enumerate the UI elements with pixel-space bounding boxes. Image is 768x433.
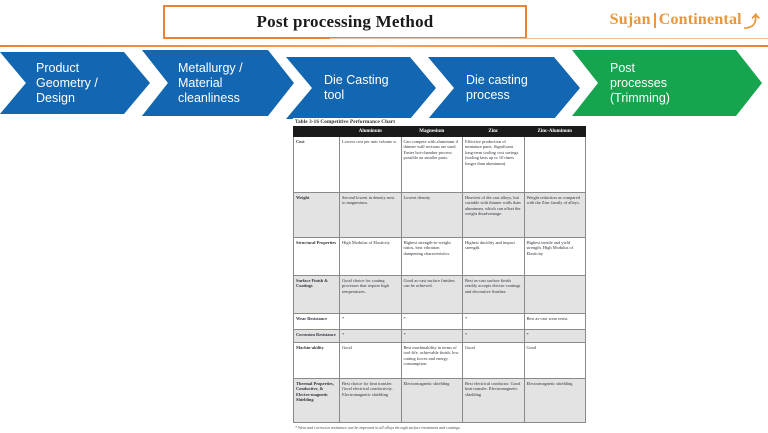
process-step-4[interactable]: Die casting process: [428, 57, 580, 119]
table-cell: *: [339, 329, 402, 344]
table-cell: *: [462, 313, 525, 331]
process-step-5[interactable]: Post processes (Trimming): [572, 50, 762, 116]
brand-logo: Sujan Continental ⤴: [610, 8, 760, 32]
row-label: Machin-ability: [293, 342, 340, 380]
table-cell: [523, 136, 586, 194]
row-label: Surface Finish & Coatings: [293, 275, 340, 315]
column-header-magnesium: Magnesium: [400, 125, 463, 138]
table-cell: Heaviest of die cast alloys, but castabl…: [462, 192, 525, 239]
row-label: Structural Properties: [293, 237, 340, 277]
table-row: Corrosion Resistance****: [293, 329, 586, 344]
process-step-4-label: Die casting process: [466, 73, 528, 102]
row-label: Corrosion Resistance: [293, 329, 340, 344]
table-footnote: * Wear and corrosion resistance can be i…: [295, 425, 461, 431]
table-head: Aluminum Magnesium Zinc Zinc-Aluminum: [293, 125, 586, 138]
table-cell: Highest strength-to-weight ratios, best …: [400, 237, 463, 277]
table-cell: Good: [462, 342, 525, 380]
table-cell: Best electrical conductor. Good heat tra…: [462, 378, 525, 424]
column-header-0: [293, 125, 340, 138]
table-cell: Good as-cast surface finishes can be ach…: [400, 275, 463, 315]
table-cell: High Modulus of Elasticity: [339, 237, 402, 277]
table-cell: Good: [523, 342, 586, 380]
column-header-zinc-aluminum: Zinc-Aluminum: [523, 125, 586, 138]
competitive-performance-table: Aluminum Magnesium Zinc Zinc-Aluminum Co…: [293, 125, 586, 424]
table-row: Thermal Properties, Conductive, & Electr…: [293, 378, 586, 424]
table-cell: Good: [339, 342, 402, 380]
table-cell: [523, 275, 586, 315]
table-cell: Highest tensile and yield strength. High…: [523, 237, 586, 277]
table-cell: Electromagnetic shielding: [523, 378, 586, 424]
table-cell: *: [400, 313, 463, 331]
table-cell: *: [523, 329, 586, 344]
logo-text-secondary: Continental: [658, 11, 742, 28]
column-header-zinc: Zinc: [462, 125, 525, 138]
table-cell: Weight reduction as compared with the Zi…: [523, 192, 586, 239]
logo-horse-icon: ⤴: [743, 14, 760, 31]
process-step-5-label: Post processes (Trimming): [610, 60, 670, 105]
table-cell: Electromagnetic shielding: [400, 378, 463, 424]
row-label: Weight: [293, 192, 340, 239]
process-flow: Product Geometry / Design Metallurgy / M…: [0, 48, 768, 120]
process-step-3-label: Die Casting tool: [324, 73, 389, 102]
table-cell: Best as-cast surface finish readily acce…: [462, 275, 525, 315]
header-hairline: [330, 38, 768, 39]
logo-text-primary: Sujan: [609, 11, 651, 28]
page-title: Post processing Method: [256, 12, 434, 31]
process-step-2-label: Metallurgy / Material cleanliness: [178, 60, 243, 105]
process-step-1-label: Product Geometry / Design: [36, 60, 98, 105]
header-divider: [0, 45, 768, 47]
table-cell: *: [339, 313, 402, 331]
table-row: Wear Resistance***Best as-cast wear resi…: [293, 313, 586, 331]
table-cell: Lowest cost per unit volume w: [339, 136, 402, 194]
table-cell: Best choice for heat transfer. Good elec…: [339, 378, 402, 424]
table-caption: Table 3-16 Competitive Performance Chart: [295, 119, 396, 125]
performance-table-image: Table 3-16 Competitive Performance Chart…: [293, 118, 586, 433]
table-header-row: Aluminum Magnesium Zinc Zinc-Aluminum: [293, 125, 586, 138]
slide-header: Post processing Method Sujan Continental…: [0, 0, 768, 47]
table-cell: Second lowest in density next to magnesi…: [339, 192, 402, 239]
table-cell: Good choice for coating processes that r…: [339, 275, 402, 315]
table-cell: Can compete with aluminum if thinner wal…: [400, 136, 463, 194]
table-cell: *: [462, 329, 525, 344]
table-cell: Best as-cast wear resist.: [523, 313, 586, 331]
table-cell: Effective production of miniature parts.…: [462, 136, 525, 194]
table-cell: *: [400, 329, 463, 344]
row-label: Wear Resistance: [293, 313, 340, 331]
row-label: Cost: [293, 136, 340, 194]
process-step-1[interactable]: Product Geometry / Design: [0, 52, 150, 114]
logo-divider-icon: [653, 12, 656, 28]
column-header-aluminum: Aluminum: [339, 125, 402, 138]
table-cell: Best machinability in terms of tool-life…: [400, 342, 463, 380]
process-step-3[interactable]: Die Casting tool: [286, 57, 436, 119]
table-cell: Highest ductility and impact strength.: [462, 237, 525, 277]
process-step-2[interactable]: Metallurgy / Material cleanliness: [142, 50, 294, 116]
table-cell: Lowest density.: [400, 192, 463, 239]
row-label: Thermal Properties, Conductive, & Electr…: [293, 378, 340, 424]
slide-title-box: Post processing Method: [163, 5, 527, 39]
